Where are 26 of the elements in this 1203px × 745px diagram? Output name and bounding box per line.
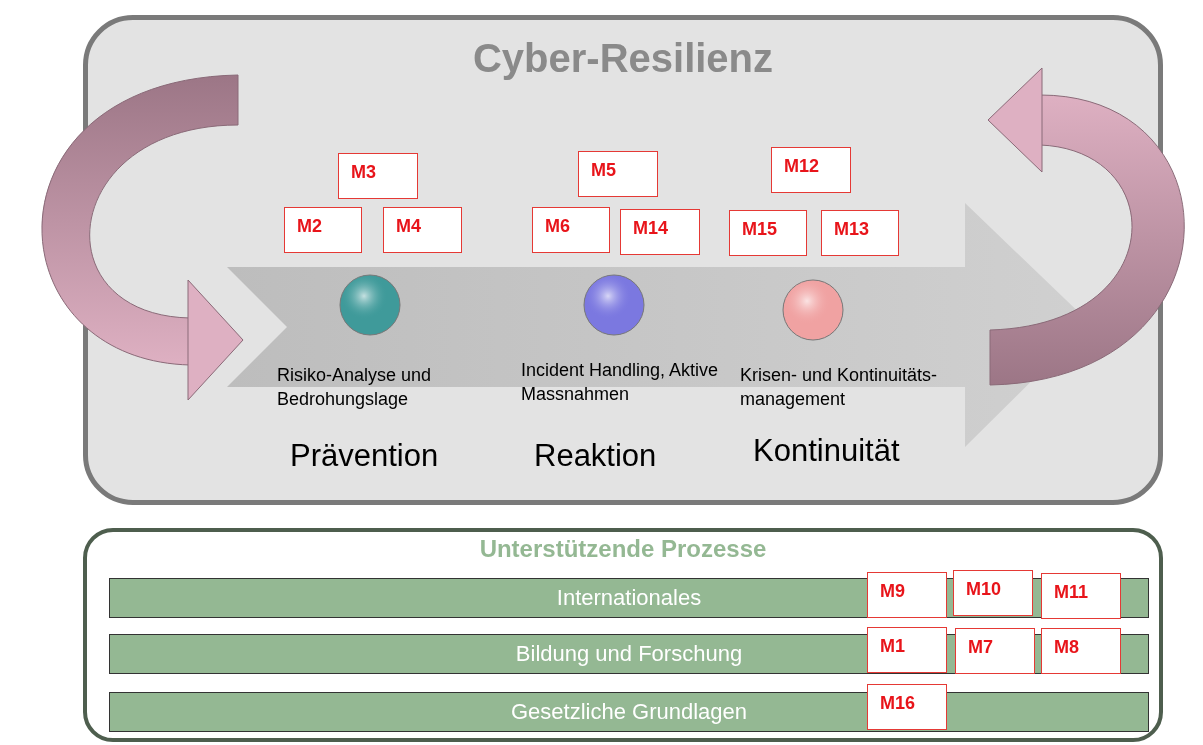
measure-label: M11 — [1041, 573, 1121, 619]
phase-title: Reaktion — [534, 438, 657, 474]
measure-label: M6 — [532, 207, 610, 253]
panel — [83, 15, 1163, 505]
panel-title: Unterstützende Prozesse — [479, 535, 767, 563]
measure-label: M7 — [955, 628, 1035, 674]
phase-title: Kontinuität — [753, 433, 900, 469]
phase-description: Risiko-Analyse und Bedrohungslage — [277, 364, 433, 411]
measure-label: M16 — [867, 684, 947, 730]
measure-label: M12 — [771, 147, 851, 193]
measure-label: M1 — [867, 627, 947, 673]
measure-label: M15 — [729, 210, 807, 256]
measure-label: M5 — [578, 151, 658, 197]
phase-description: Krisen- und Kontinuitäts-management — [740, 364, 939, 411]
phase-description: Incident Handling, Aktive Massnahmen — [521, 359, 720, 406]
panel — [83, 528, 1163, 742]
measure-label: M14 — [620, 209, 700, 255]
phase-title: Prävention — [290, 438, 439, 474]
measure-label: M8 — [1041, 628, 1121, 674]
measure-label: M9 — [867, 572, 947, 618]
measure-label: M3 — [338, 153, 418, 199]
measure-label: M13 — [821, 210, 899, 256]
panel-title: Cyber-Resilienz — [472, 36, 774, 81]
measure-label: M10 — [953, 570, 1033, 616]
measure-label: M2 — [284, 207, 362, 253]
measure-label: M4 — [383, 207, 462, 253]
